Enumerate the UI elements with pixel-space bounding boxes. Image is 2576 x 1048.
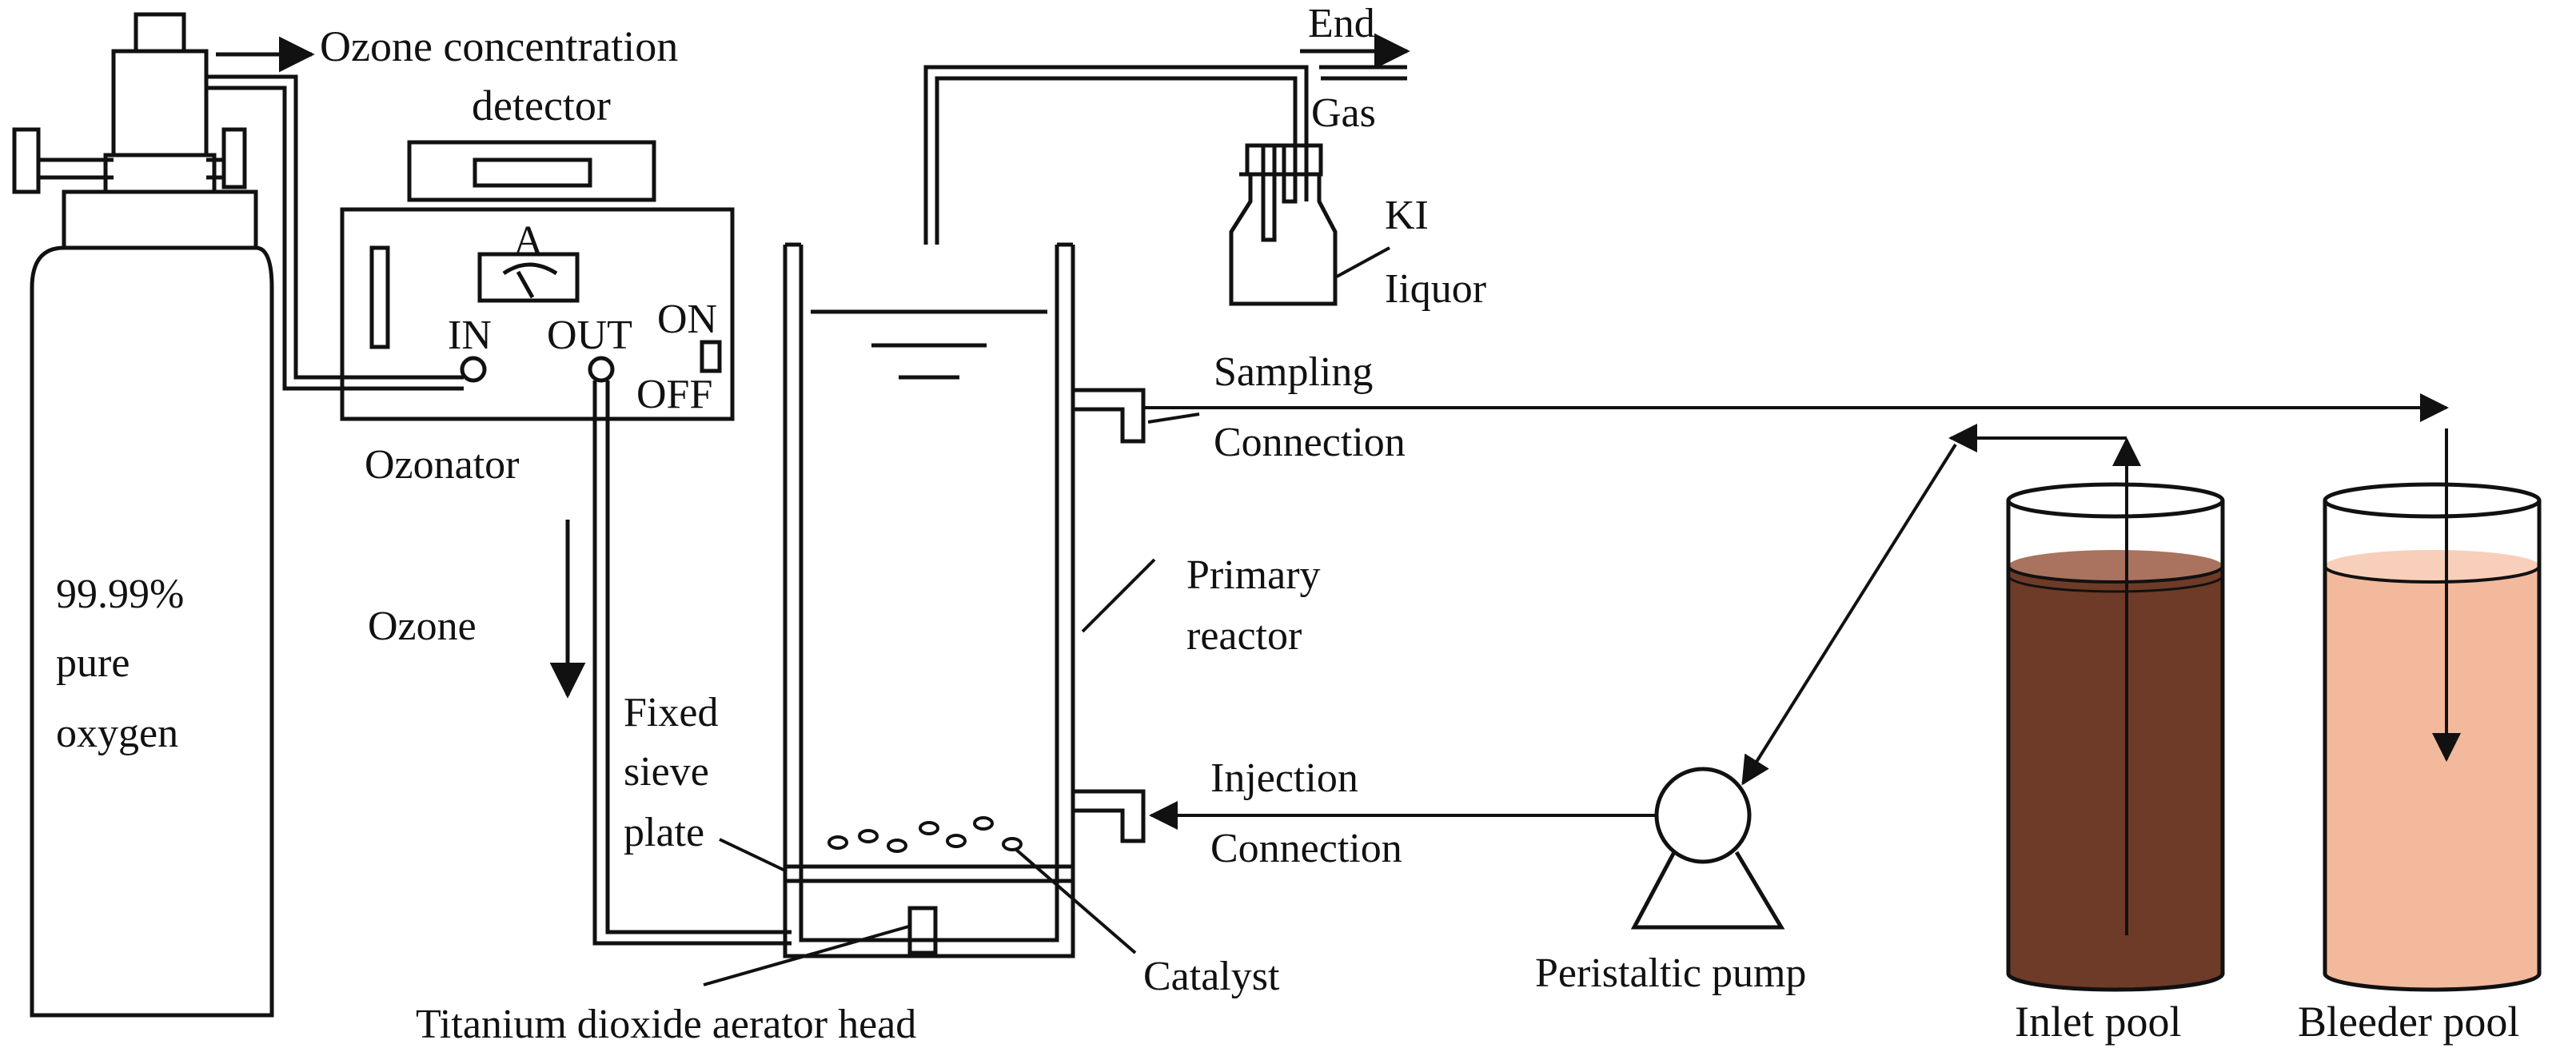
cylinder-body <box>30 245 274 1018</box>
primary-label: Primary <box>1186 552 1321 598</box>
cylinder-shoulder <box>62 189 258 250</box>
in-port <box>460 356 487 383</box>
primary-reactor <box>783 242 1075 958</box>
aerator-label: Titanium dioxide aerator head <box>416 1002 916 1047</box>
ozone-feed-tube <box>592 381 792 946</box>
sampling-port <box>1073 388 1146 444</box>
in-label: IN <box>448 313 492 358</box>
cylinder-neck <box>103 153 217 194</box>
oxygen-label-line3: oxygen <box>56 711 178 756</box>
out-port <box>588 356 615 383</box>
ammeter <box>477 252 580 303</box>
end-label: End <box>1308 1 1375 46</box>
ozone-label: Ozone <box>368 604 477 649</box>
ozonator <box>340 207 735 421</box>
oxygen-label-line2: pure <box>56 640 130 686</box>
sampling-connection-label: Connection <box>1214 420 1406 465</box>
bleeder-pool-label: Bleeder pool <box>2298 998 2519 1046</box>
on-label: ON <box>657 297 717 342</box>
ozonator-slot <box>369 245 390 349</box>
gas-label: Gas <box>1311 90 1376 136</box>
catalyst-particles <box>827 816 1023 853</box>
injection-label: Injection <box>1210 755 1358 801</box>
cylinder-valve-cap <box>134 12 186 54</box>
liquor-label: Iiquor <box>1385 266 1486 312</box>
cylinder-valve-knob <box>221 127 247 189</box>
on-off-switch <box>700 340 722 373</box>
oxygen-label-line1: 99.99% <box>56 572 184 617</box>
reactor-gas-outlet-tube <box>923 65 1309 245</box>
oxygen-feed-tube <box>206 74 464 391</box>
inlet-pool-label: Inlet pool <box>2015 998 2181 1046</box>
ki-label: KI <box>1385 193 1429 238</box>
ozonator-label: Ozonator <box>365 442 519 488</box>
detector-display <box>473 157 592 188</box>
reactor-label: reactor <box>1186 613 1302 659</box>
ki-absorption-bottle <box>1229 65 1407 306</box>
pump-label: Peristaltic pump <box>1535 950 1806 996</box>
peristaltic-pump <box>1630 767 1785 930</box>
out-label: OUT <box>547 313 632 358</box>
injection-connection-label: Connection <box>1210 826 1402 871</box>
sampling-label: Sampling <box>1214 349 1373 395</box>
ozone-detector-label-line2: detector <box>472 82 611 130</box>
ozone-detector-label-line1: Ozone concentration <box>320 22 678 70</box>
catalyst-label: Catalyst <box>1143 954 1280 999</box>
fixed-label: Fixed <box>624 690 718 735</box>
inlet-pool <box>2006 482 2225 992</box>
injection-port <box>1073 789 1146 843</box>
cylinder-valve-handle <box>12 127 41 194</box>
bleeder-pool <box>2323 482 2542 992</box>
cylinder-valve-body <box>111 49 209 157</box>
ozone-concentration-detector <box>407 140 656 202</box>
oxygen-cylinder <box>12 12 274 1018</box>
off-label: OFF <box>636 372 712 417</box>
pump-suction-arrow <box>1741 443 1957 786</box>
sieve-label: sieve <box>624 749 709 795</box>
plate-label: plate <box>624 810 704 855</box>
ammeter-label: A <box>513 218 544 264</box>
aerator-head <box>907 906 938 955</box>
